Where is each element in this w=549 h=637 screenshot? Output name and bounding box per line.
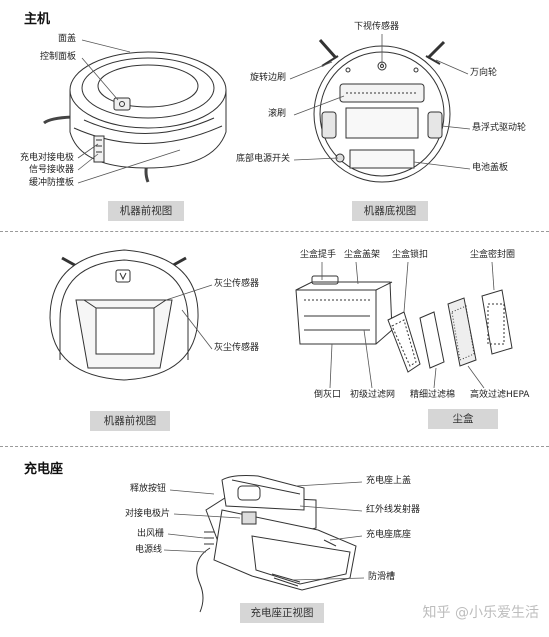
- label-bin-outlet: 倒灰口: [314, 390, 342, 400]
- label-bin-cover-frame: 尘盒盖架: [344, 250, 381, 260]
- label-dust-sensor-1: 灰尘传感器: [214, 279, 260, 289]
- caption-front-view-2: 机器前视图: [90, 411, 170, 431]
- robot-front-view-2-drawing: [49, 249, 199, 381]
- robot-front-2-leaders: [165, 284, 213, 350]
- caption-front-view: 机器前视图: [108, 201, 184, 221]
- label-control-panel: 控制面板: [39, 52, 76, 62]
- charger-drawing: [196, 475, 357, 613]
- label-side-brush: 旋转边刷: [250, 73, 287, 83]
- label-power-cord: 电源线: [134, 545, 162, 555]
- label-bin-seal: 尘盒密封圈: [470, 250, 516, 260]
- label-cover: 面盖: [57, 34, 76, 44]
- section-divider: [0, 446, 549, 447]
- label-ir-emitter: 红外线发射器: [366, 505, 421, 515]
- label-power-switch: 底部电源开关: [236, 154, 291, 164]
- dustbin-leaders: [321, 261, 495, 389]
- label-charger-top-cover: 充电座上盖: [366, 476, 412, 486]
- label-charge-contact: 充电对接电极: [19, 153, 74, 163]
- caption-bottom-view: 机器底视图: [352, 201, 428, 221]
- label-bumper: 缓冲防撞板: [28, 178, 74, 188]
- caption-dustbin: 尘盒: [428, 409, 498, 429]
- label-release-button: 释放按钮: [129, 484, 166, 494]
- label-bin-handle: 尘盒提手: [300, 250, 337, 260]
- label-primary-filter: 初级过滤网: [350, 390, 396, 400]
- label-bin-lock: 尘盒锁扣: [392, 250, 429, 260]
- robot-bottom-view-drawing: [313, 39, 451, 183]
- section-title-main-unit: 主机: [24, 12, 51, 27]
- label-caster: 万向轮: [470, 68, 498, 78]
- section-divider: [0, 231, 549, 232]
- watermark: 知乎 @小乐爱生活: [422, 605, 539, 621]
- label-battery-cover: 电池盖板: [472, 163, 509, 173]
- section-title-charger: 充电座: [24, 462, 64, 477]
- robot-front-view-drawing: [43, 51, 227, 183]
- label-fine-filter: 精细过滤棉: [410, 390, 456, 400]
- robot-front-leaders: [77, 39, 181, 184]
- robot-bottom-leaders: [289, 34, 471, 170]
- label-anti-slip: 防滑槽: [368, 572, 396, 582]
- label-vent: 出风栅: [136, 529, 164, 539]
- charger-leaders: [163, 481, 365, 581]
- label-cliff-sensor: 下视传感器: [354, 22, 400, 32]
- label-signal-receiver: 信号接收器: [28, 165, 74, 175]
- label-contact-plate: 对接电极片: [124, 509, 170, 519]
- dustbin-exploded-drawing: [295, 275, 513, 373]
- label-dust-sensor-2: 灰尘传感器: [214, 343, 260, 353]
- caption-charger-view: 充电座正视图: [240, 603, 324, 623]
- label-charger-base: 充电座底座: [366, 530, 412, 540]
- label-roller-brush: 滚刷: [268, 109, 287, 119]
- label-hepa-filter: 高效过滤HEPA: [470, 390, 530, 400]
- label-drive-wheel: 悬浮式驱动轮: [472, 123, 527, 133]
